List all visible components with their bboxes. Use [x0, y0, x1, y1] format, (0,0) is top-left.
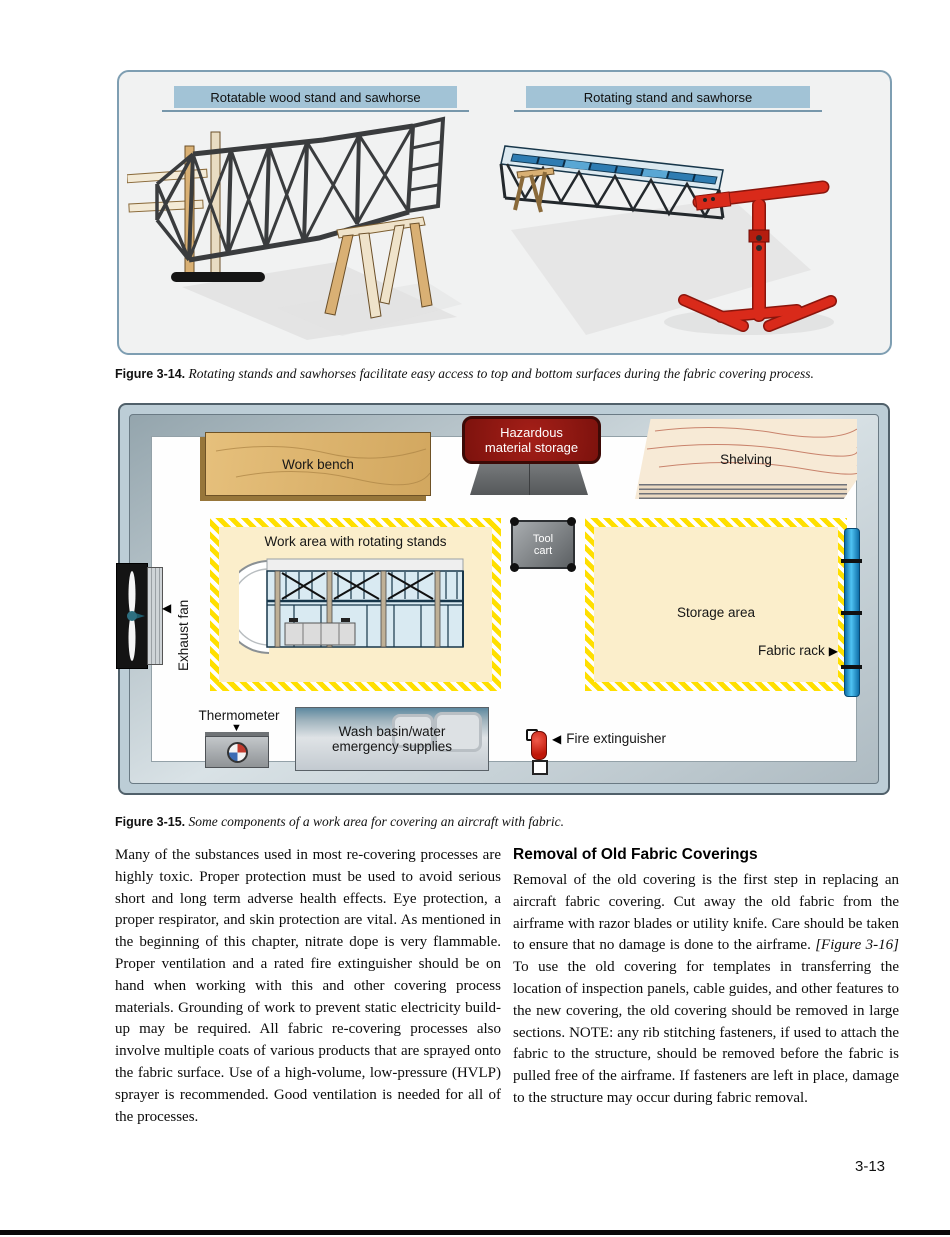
section-heading: Removal of Old Fabric Coverings	[513, 846, 758, 863]
left-paragraph: Many of the substances used in most re-c…	[115, 847, 501, 1125]
thermometer-dial-icon	[226, 741, 248, 763]
fire-extinguisher-mount	[532, 760, 548, 775]
figure-3-14-caption-text: Rotating stands and sawhorses facilitate…	[188, 366, 814, 381]
work-area-label: Work area with rotating stands	[264, 534, 447, 549]
work-bench: Work bench	[205, 432, 431, 496]
shelving-unit: Shelving	[635, 419, 857, 499]
fan-propeller-icon	[127, 571, 145, 661]
left-illustration-title: Rotatable wood stand and sawhorse	[174, 86, 457, 108]
hazmat-storage-sign: Hazardous material storage	[462, 416, 601, 464]
tool-cart-wheel	[567, 563, 576, 572]
fire-extinguisher-label: Fire extinguisher	[566, 731, 667, 746]
tool-cart-wheel	[567, 517, 576, 526]
left-title-underline	[162, 110, 469, 112]
fabric-rack-label: Fabric rack	[758, 643, 825, 658]
fire-extinguisher	[526, 729, 552, 775]
hazmat-cabinet-seam	[529, 457, 530, 495]
workshop-diagram: Work bench Hazardous material storage Sh…	[116, 403, 890, 795]
figure-3-16-reference: [Figure 3-16]	[815, 937, 899, 954]
fabric-rack-tick	[841, 559, 862, 563]
right-paragraph-text: To use the old covering for templates in…	[513, 959, 899, 1106]
right-illustration-title-text: Rotating stand and sawhorse	[583, 89, 753, 105]
exhaust-fan	[116, 563, 148, 669]
fuselage-on-wood-stand-illustration	[127, 116, 462, 340]
fire-extinguisher-body	[531, 731, 547, 760]
sink-basin	[392, 714, 434, 748]
hazmat-label-line2: material storage	[484, 440, 579, 455]
tool-cart-label-line2: cart	[533, 544, 553, 557]
arrow-down-icon: ▼	[231, 722, 242, 734]
fabric-rack-tick	[841, 665, 862, 669]
exhaust-fan-label: Exhaust fan	[176, 599, 191, 671]
tool-cart: Tool cart	[510, 517, 576, 572]
wing-on-rotating-stand-illustration	[499, 145, 837, 335]
figure-3-15-caption: Figure 3-15. Some components of a work a…	[115, 814, 895, 830]
figure-3-14-caption-label: Figure 3-14.	[115, 367, 186, 381]
wood-grain-decoration	[215, 445, 430, 486]
wash-basin: Wash basin/water emergency supplies	[295, 707, 489, 771]
shelf-edges	[639, 484, 847, 499]
fabric-rack-callout: Fabric rack ▶	[718, 643, 838, 658]
right-title-underline	[514, 110, 822, 112]
right-paragraph: Removal of the old covering is the first…	[513, 870, 899, 1110]
tool-cart-wheel	[510, 563, 519, 572]
figure-3-15-caption-label: Figure 3-15.	[115, 815, 186, 829]
left-text-column: Many of the substances used in most re-c…	[115, 845, 501, 1128]
work-area-zone: Work area with rotating stands	[210, 518, 501, 691]
figure-3-15-caption-text: Some components of a work area for cover…	[188, 814, 565, 829]
right-text-column: Removal of Old Fabric Coverings Removal …	[513, 845, 899, 1110]
right-illustration-title: Rotating stand and sawhorse	[526, 86, 810, 108]
figure-3-14-caption: Figure 3-14. Rotating stands and sawhors…	[115, 366, 895, 382]
tool-cart-label-line1: Tool	[532, 532, 554, 545]
page-bottom-rule	[0, 1230, 950, 1235]
shelving-label: Shelving	[720, 451, 772, 467]
figure-3-14-panel: Rotatable wood stand and sawhorse Rotati…	[117, 70, 892, 355]
arrow-right-icon: ▶	[828, 643, 838, 658]
exhaust-fan-grill	[147, 567, 163, 665]
wood-grain-decoration	[646, 426, 857, 475]
wing-on-stands-illustration	[239, 558, 464, 654]
work-area-floor: Work area with rotating stands	[219, 527, 492, 682]
hazmat-label-line1: Hazardous	[500, 425, 563, 440]
storage-area-label: Storage area	[676, 605, 756, 620]
fabric-rack-tick	[841, 611, 862, 615]
storage-area-floor: Storage area	[594, 527, 838, 682]
left-illustration-title-text: Rotatable wood stand and sawhorse	[210, 89, 421, 105]
work-bench-label: Work bench	[282, 456, 354, 472]
right-paragraph-text: Removal of the old covering is the first…	[513, 872, 899, 954]
fabric-rack	[841, 528, 862, 697]
fire-extinguisher-callout: ◀ Fire extinguisher	[552, 731, 666, 746]
wash-basin-label-line1: Wash basin/water	[338, 724, 446, 739]
thermometer	[205, 736, 269, 768]
storage-area-zone: Storage area	[585, 518, 847, 691]
arrow-left-icon: ◀	[162, 601, 172, 615]
tool-cart-wheel	[510, 517, 519, 526]
thermometer-label: Thermometer	[198, 708, 280, 723]
page-number: 3-13	[855, 1158, 886, 1175]
arrow-left-icon: ◀	[552, 731, 562, 746]
sink-basin	[434, 712, 482, 752]
wash-basin-label-line2: emergency supplies	[331, 739, 453, 754]
